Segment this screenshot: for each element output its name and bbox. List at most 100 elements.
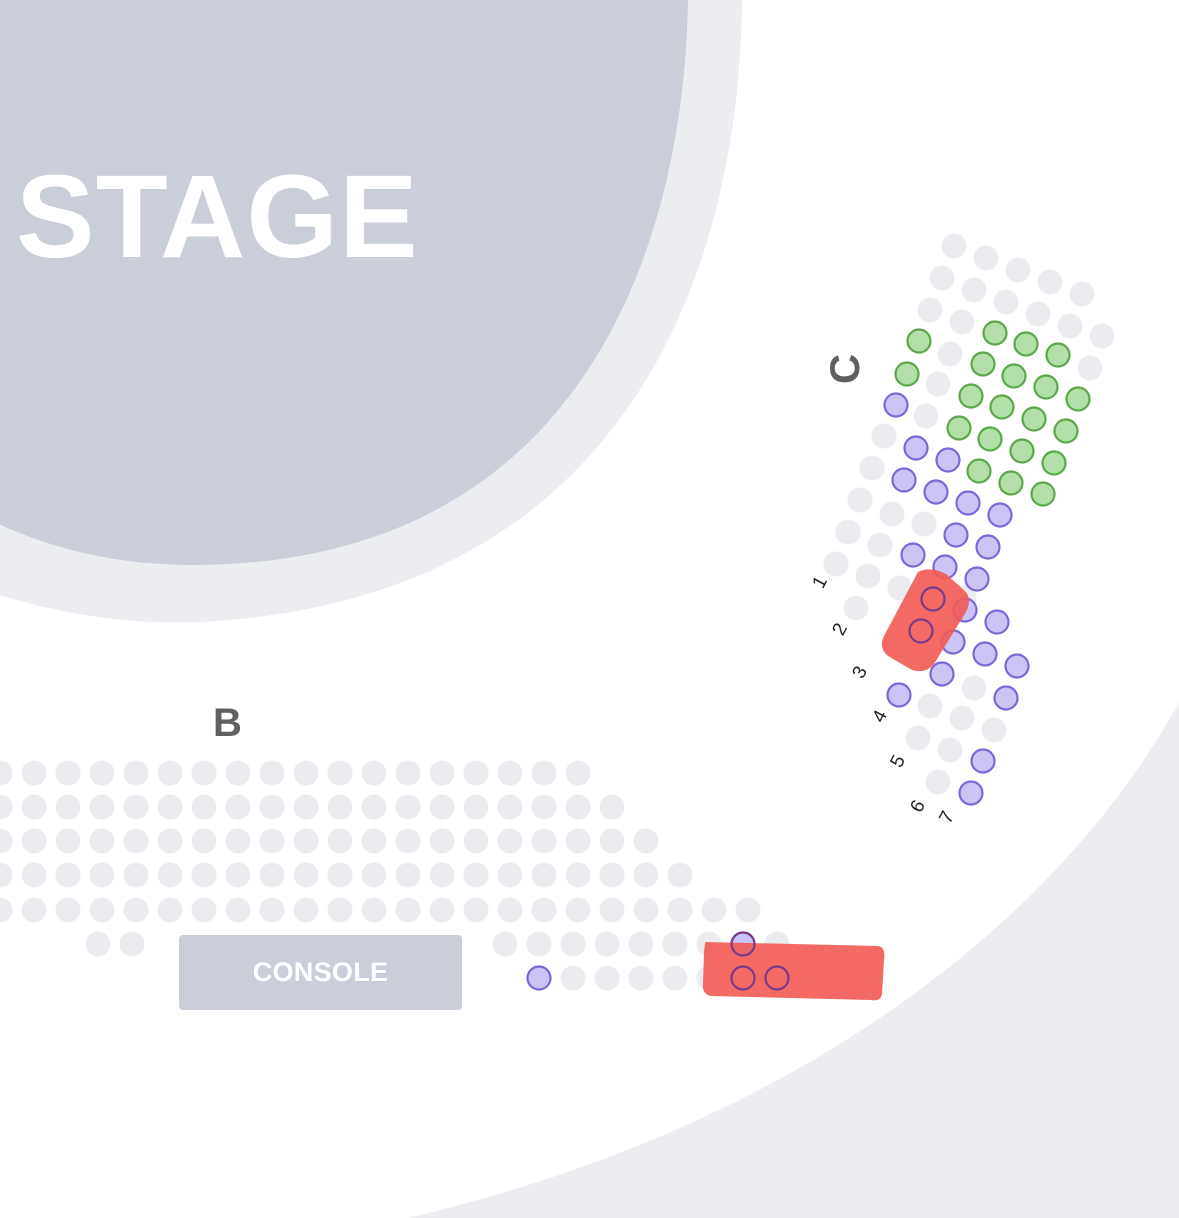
seat-c-unavailable	[981, 717, 1007, 743]
seat-b-row7	[628, 965, 654, 991]
seat-b-row5	[565, 897, 591, 923]
seat-c-premium[interactable]	[1013, 331, 1039, 357]
seat-b-row1	[395, 760, 421, 786]
seat-b-row2	[429, 794, 455, 820]
seat-b-row5	[497, 897, 523, 923]
seat-b-row3	[0, 828, 13, 854]
marked-seat-layer	[730, 586, 946, 991]
seat-c-premium[interactable]	[982, 320, 1008, 346]
seat-c-available[interactable]	[975, 534, 1001, 560]
seat-c-premium[interactable]	[970, 351, 996, 377]
seat-c-available[interactable]	[923, 479, 949, 505]
seat-b-row3	[497, 828, 523, 854]
seat-b-row3	[599, 828, 625, 854]
seat-layer	[0, 233, 1115, 991]
seat-c-unavailable	[879, 501, 905, 527]
section-b-label: B	[213, 701, 242, 745]
seat-c-available[interactable]	[970, 748, 996, 774]
seat-b-row3	[293, 828, 319, 854]
seat-b-row1	[429, 760, 455, 786]
seat-c-selected	[908, 618, 934, 644]
seat-c-premium[interactable]	[1001, 363, 1027, 389]
seat-c-premium[interactable]	[958, 383, 984, 409]
seat-c-premium[interactable]	[894, 361, 920, 387]
seat-c-available[interactable]	[984, 609, 1010, 635]
seat-c-available[interactable]	[955, 490, 981, 516]
seat-c-premium[interactable]	[946, 415, 972, 441]
seat-c-premium[interactable]	[1045, 342, 1071, 368]
seat-b-row4	[225, 862, 251, 888]
seat-c-premium[interactable]	[998, 470, 1024, 496]
seat-b-row2	[0, 794, 13, 820]
seat-b-row7	[662, 965, 688, 991]
seat-c-available[interactable]	[883, 392, 909, 418]
seat-c-premium[interactable]	[1021, 406, 1047, 432]
seat-b-row5	[701, 897, 727, 923]
seat-c-available[interactable]	[972, 641, 998, 667]
seat-b-row3	[55, 828, 81, 854]
seat-b-row4	[157, 862, 183, 888]
seat-b-available[interactable]	[526, 965, 552, 991]
seat-c-available[interactable]	[886, 682, 912, 708]
seat-b-row1	[191, 760, 217, 786]
seat-c-premium[interactable]	[1030, 481, 1056, 507]
seat-c-available[interactable]	[903, 435, 929, 461]
seat-b-row4	[0, 862, 13, 888]
seat-c-available[interactable]	[943, 522, 969, 548]
seat-b-row3	[395, 828, 421, 854]
seat-c-unavailable	[905, 725, 931, 751]
seat-b-row1	[497, 760, 523, 786]
seat-b-row2	[191, 794, 217, 820]
seat-c-premium[interactable]	[1009, 438, 1035, 464]
seat-c-available[interactable]	[900, 542, 926, 568]
seat-c-premium[interactable]	[1041, 450, 1067, 476]
seat-c-premium[interactable]	[989, 394, 1015, 420]
seat-b-row4	[395, 862, 421, 888]
seat-c-unavailable	[871, 423, 897, 449]
seat-c-available[interactable]	[958, 780, 984, 806]
seat-c-available[interactable]	[935, 447, 961, 473]
seat-b-row1	[463, 760, 489, 786]
seat-c-unavailable	[929, 265, 955, 291]
seat-b-row5	[21, 897, 47, 923]
seat-c-premium[interactable]	[1053, 418, 1079, 444]
seat-b-row4	[191, 862, 217, 888]
seat-b-row3	[429, 828, 455, 854]
seat-c-premium[interactable]	[977, 426, 1003, 452]
seat-b-row5	[327, 897, 353, 923]
seat-c-available[interactable]	[964, 566, 990, 592]
seat-c-premium[interactable]	[1065, 386, 1091, 412]
seat-c-unavailable	[1057, 313, 1083, 339]
highlight-section-b	[702, 941, 885, 1001]
seat-b-row6	[119, 931, 145, 957]
seat-c-unavailable	[1069, 281, 1095, 307]
seat-b-row5	[123, 897, 149, 923]
seat-b-row2	[55, 794, 81, 820]
seat-c-premium[interactable]	[906, 328, 932, 354]
seat-b-row2	[293, 794, 319, 820]
seat-b-row4	[123, 862, 149, 888]
seat-b-selected	[764, 965, 790, 991]
seat-c-available[interactable]	[1004, 653, 1030, 679]
seat-c-unavailable	[937, 341, 963, 367]
seat-c-available[interactable]	[929, 661, 955, 687]
seat-c-available[interactable]	[891, 467, 917, 493]
seat-c-premium[interactable]	[1033, 374, 1059, 400]
seat-b-row1	[565, 760, 591, 786]
stage-title: STAGE	[16, 151, 419, 283]
section-c-label: C	[821, 353, 869, 385]
seat-b-selected	[730, 931, 756, 957]
seat-c-available[interactable]	[993, 685, 1019, 711]
seat-b-row1	[293, 760, 319, 786]
seat-c-selected	[920, 586, 946, 612]
seat-c-available[interactable]	[987, 502, 1013, 528]
seat-b-row1	[361, 760, 387, 786]
seat-b-row5	[429, 897, 455, 923]
seat-b-row2	[395, 794, 421, 820]
seat-c-unavailable	[1005, 257, 1031, 283]
seat-b-row5	[735, 897, 761, 923]
seat-b-row5	[599, 897, 625, 923]
seat-c-premium[interactable]	[966, 458, 992, 484]
seat-b-row2	[21, 794, 47, 820]
